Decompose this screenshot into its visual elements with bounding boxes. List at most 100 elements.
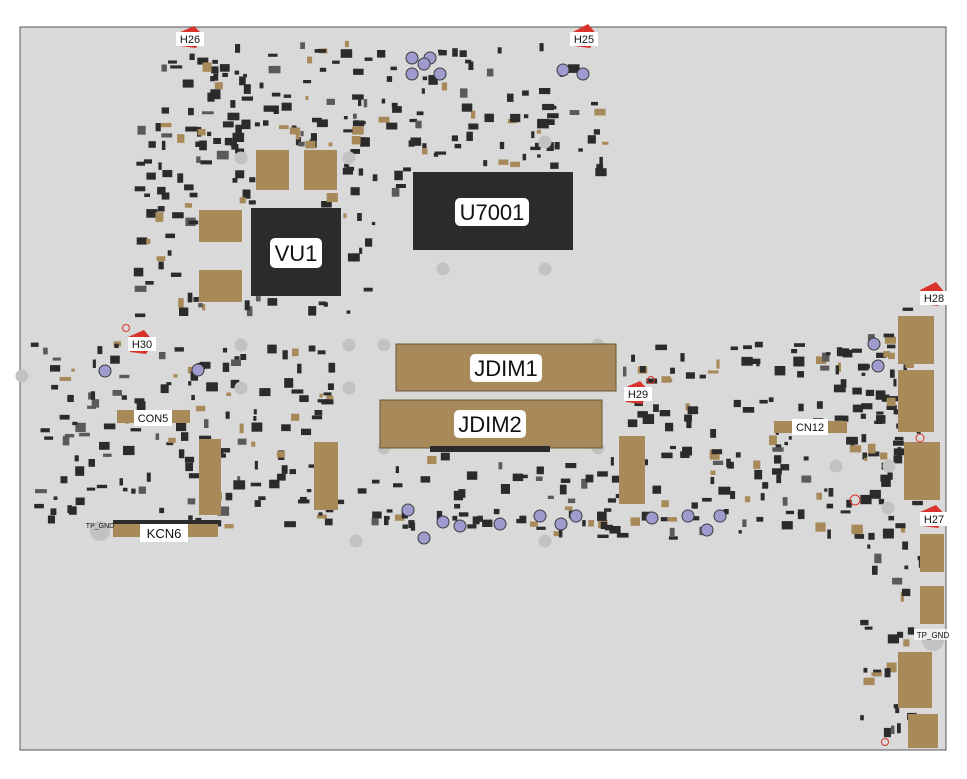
smd-component [849,445,862,453]
smd-component [522,153,527,161]
port-pad [920,586,944,624]
smd-component [145,281,154,285]
smd-component [67,394,74,402]
smd-component [680,353,685,362]
mounting-hole [342,381,356,395]
connector-kcn6[interactable]: KCN6 [113,520,218,542]
mounting-hole-h25[interactable]: H25 [570,24,598,48]
smd-component [347,253,360,262]
smd-component [314,49,327,53]
smd-component [196,405,206,412]
smd-component [386,122,398,130]
smd-component [392,106,402,113]
chip-vu1[interactable]: VU1 [251,208,341,296]
smd-component [160,384,169,394]
smd-component [615,494,620,499]
smd-component [328,362,336,373]
smd-component [459,50,467,57]
smd-component [868,532,875,540]
smd-component [668,536,678,540]
test-point-left[interactable]: TP_GND [86,521,114,541]
smd-component [742,519,747,527]
smd-component [353,68,364,75]
mounting-hole-h30-label-bg [128,337,156,351]
smd-component [569,110,580,115]
smd-component [162,170,173,178]
smd-component [232,132,245,142]
smd-component [317,350,326,355]
chip-u7001[interactable]: U7001 [413,172,573,250]
smd-component [433,152,439,157]
smd-component [353,113,357,119]
smd-component [408,520,415,529]
smd-component [378,116,390,123]
smd-component [161,140,166,150]
smd-component [371,518,379,526]
smd-component [235,44,241,53]
mounting-hole-h27-label: H27 [924,514,944,526]
smd-component [427,455,437,465]
smd-component [202,111,214,115]
smd-component [86,487,96,491]
smd-component [782,497,788,506]
smd-component [72,421,78,426]
smd-component [499,141,505,150]
smd-component [565,463,577,469]
smd-component [103,453,112,457]
test-point-right[interactable]: TP_GND [914,629,952,651]
smd-component [878,498,885,505]
smd-component [510,113,521,123]
smd-component [222,121,234,128]
mounting-hole-h30[interactable]: H30 [128,330,156,354]
smd-component [281,424,291,432]
connector-jdim1[interactable]: JDIM1 [395,343,617,392]
smd-component [371,221,376,226]
smd-component [801,475,812,483]
smd-component [597,471,608,477]
smd-component [308,345,316,352]
smd-component [358,168,364,176]
smd-component [884,336,896,344]
smd-component [282,350,288,360]
smd-component [344,40,349,48]
connector-jdim2[interactable]: JDIM2 [379,399,603,452]
smd-component [64,434,75,438]
mounting-hole [234,151,248,165]
smd-component [894,436,904,441]
smd-component [627,419,638,428]
mounting-hole-h26[interactable]: H26 [176,26,204,48]
mounting-hole-h27[interactable]: H27 [920,505,948,528]
smd-component [897,631,904,638]
smd-component [660,517,668,522]
mounting-hole-h29[interactable]: H29 [624,381,652,404]
marker-circle [915,433,925,443]
smd-component [235,170,245,179]
smd-component [860,619,869,626]
smd-component [597,511,607,521]
smd-component [840,510,851,514]
smd-component [231,144,239,150]
smd-component [166,382,172,386]
smd-component [643,459,648,466]
smd-component [421,88,425,94]
smd-component [279,125,289,130]
connector-cn12[interactable]: CN12 [774,419,847,435]
chip-vu1-label: VU1 [275,241,318,266]
connector-con5[interactable]: CON5 [117,410,190,426]
smd-component [133,267,144,277]
smd-component [251,422,263,432]
mounting-hole [342,151,356,165]
smd-component [893,455,903,464]
smd-component [659,410,671,417]
smd-component [384,515,389,526]
smd-component [536,466,544,475]
smd-component [785,510,795,515]
smd-component [224,524,234,529]
smd-component [235,148,245,154]
smd-component [862,452,868,460]
smd-component [159,123,172,128]
smd-component [684,414,692,422]
smd-component [542,103,554,111]
mounting-hole-h28[interactable]: H28 [920,282,948,306]
smd-component [416,111,424,116]
